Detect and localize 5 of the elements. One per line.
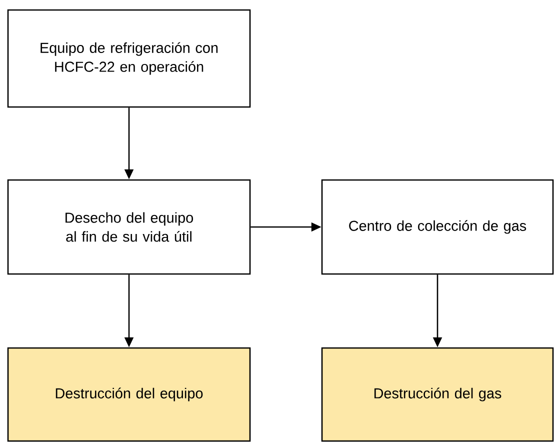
- result-box: Destrucción del gas: [321, 347, 554, 442]
- process-box: Equipo de refrigeración con HCFC-22 en operación: [7, 9, 251, 108]
- result-box: Destrucción del equipo: [7, 347, 251, 442]
- process-box: Desecho del equipo al fin de su vida útil: [7, 179, 251, 275]
- process-box: Centro de colección de gas: [321, 179, 554, 275]
